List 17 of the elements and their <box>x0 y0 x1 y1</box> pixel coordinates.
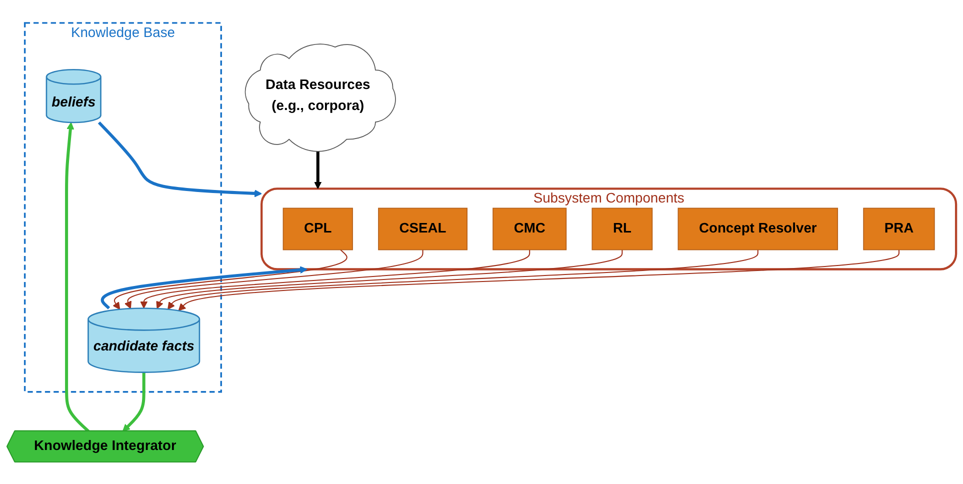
arrow <box>122 372 146 432</box>
arrow <box>140 249 530 308</box>
arrow <box>314 149 322 189</box>
arrow <box>124 249 424 308</box>
node-box: CSEAL <box>378 207 468 250</box>
node-box: CMC <box>492 207 567 250</box>
node-box: Concept Resolver <box>678 207 838 250</box>
arrow <box>168 249 758 310</box>
arrow <box>178 249 900 311</box>
node-box: RL <box>592 207 653 250</box>
arrow <box>98 121 262 197</box>
arrow <box>112 248 348 310</box>
arrow <box>100 266 308 309</box>
arrow <box>65 122 90 432</box>
arrow <box>156 249 623 308</box>
node-box: CPL <box>282 207 353 250</box>
node-box: PRA <box>863 207 935 250</box>
